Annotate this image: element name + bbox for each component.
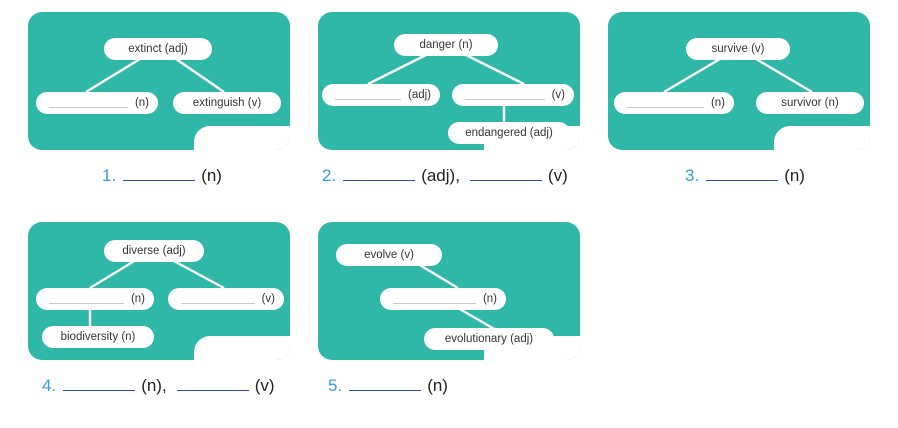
- pill-label: survivor (n): [781, 97, 839, 109]
- exercise-item-4: diverse (adj) (n) (v) biodiversity (n) 4…: [20, 222, 303, 396]
- item-number: 4.: [42, 376, 57, 395]
- word-family-card-1: extinct (adj) (n) extinguish (v): [28, 12, 290, 150]
- word-family-card-4: diverse (adj) (n) (v) biodiversity (n): [28, 222, 290, 360]
- exercise-item-3: survive (v) (n) survivor (n) 3. (n): [600, 12, 883, 186]
- pill-pos-tag: (n): [130, 293, 145, 305]
- pill-blank-3-n[interactable]: (n): [614, 92, 734, 114]
- pill-pos-tag: (n): [482, 293, 497, 305]
- pill-label: survive (v): [711, 43, 765, 55]
- pill-survivor: survivor (n): [756, 92, 864, 114]
- word-family-diagram-4: diverse (adj) (n) (v) biodiversity (n): [28, 222, 290, 360]
- pill-label: endangered (adj): [465, 127, 553, 139]
- pill-root-4: diverse (adj): [104, 240, 204, 262]
- word-family-card-5: evolve (v) (n) evolutionary (adj): [318, 222, 580, 360]
- word-family-diagram-5: evolve (v) (n) evolutionary (adj): [318, 222, 580, 360]
- pill-label: evolve (v): [364, 249, 414, 261]
- exercise-item-5: evolve (v) (n) evolutionary (adj) 5. (n): [310, 222, 593, 396]
- pill-label: danger (n): [419, 39, 473, 51]
- answer-pos-tag: (v): [547, 166, 568, 185]
- pill-extinguish: extinguish (v): [173, 92, 281, 114]
- word-family-card-3: survive (v) (n) survivor (n): [608, 12, 870, 150]
- blank-line: [627, 107, 704, 108]
- pill-blank-2-adj[interactable]: (adj): [322, 84, 440, 106]
- pill-root-5: evolve (v): [336, 244, 442, 266]
- pill-label: diverse (adj): [122, 245, 186, 257]
- item-number: 3.: [685, 166, 700, 185]
- pill-evolutionary: evolutionary (adj): [424, 328, 554, 350]
- card-corner-notch: [194, 126, 290, 150]
- answer-blank[interactable]: [469, 166, 542, 181]
- blank-line: [393, 303, 476, 304]
- card-corner-notch: [194, 336, 290, 360]
- answer-line-4: 4. (n), (v): [20, 376, 303, 396]
- answer-line-1: 1. (n): [20, 166, 303, 186]
- pill-pos-tag: (adj): [407, 89, 431, 101]
- pill-blank-5-n[interactable]: (n): [380, 288, 506, 310]
- exercise-item-1: extinct (adj) (n) extinguish (v) 1. (n): [20, 12, 303, 186]
- connector-lines-3: [663, 57, 813, 94]
- pill-pos-tag: (n): [710, 97, 725, 109]
- card-corner-notch: [774, 126, 870, 150]
- blank-line: [335, 99, 401, 100]
- answer-blank[interactable]: [349, 376, 422, 391]
- answer-pos-tag: (adj),: [421, 166, 460, 185]
- answer-pos-tag: (n): [201, 166, 222, 185]
- answer-line-5: 5. (n): [310, 376, 593, 396]
- answer-blank[interactable]: [176, 376, 249, 391]
- pill-blank-4-n[interactable]: (n): [36, 288, 154, 310]
- pill-root-2: danger (n): [394, 34, 498, 56]
- pill-pos-tag: (v): [551, 89, 565, 101]
- answer-blank[interactable]: [123, 166, 196, 181]
- word-family-diagram-2: danger (n) (adj) (v) endangered (adj): [318, 12, 580, 150]
- blank-line: [181, 303, 255, 304]
- answer-blank[interactable]: [706, 166, 779, 181]
- blank-line: [49, 107, 128, 108]
- word-family-diagram-3: survive (v) (n) survivor (n): [608, 12, 870, 150]
- answer-line-2: 2. (adj), (v): [310, 166, 593, 186]
- connector-lines-5: [417, 262, 497, 332]
- pill-blank-2-v[interactable]: (v): [452, 84, 574, 106]
- answer-pos-tag: (v): [254, 376, 275, 395]
- pill-label: extinct (adj): [128, 43, 188, 55]
- item-number: 1.: [102, 166, 117, 185]
- pill-pos-tag: (n): [134, 97, 149, 109]
- answer-line-3: 3. (n): [600, 166, 883, 186]
- answer-pos-tag: (n): [784, 166, 805, 185]
- word-family-diagram-1: extinct (adj) (n) extinguish (v): [28, 12, 290, 150]
- pill-label: biodiversity (n): [60, 331, 136, 343]
- answer-pos-tag: (n),: [141, 376, 167, 395]
- answer-pos-tag: (n): [427, 376, 448, 395]
- word-family-card-2: danger (n) (adj) (v) endangered (adj): [318, 12, 580, 150]
- pill-blank-4-v[interactable]: (v): [168, 288, 284, 310]
- pill-biodiversity: biodiversity (n): [42, 326, 154, 348]
- blank-line: [49, 303, 124, 304]
- pill-label: evolutionary (adj): [444, 333, 534, 345]
- item-number: 2.: [322, 166, 337, 185]
- pill-endangered: endangered (adj): [448, 122, 570, 144]
- answer-blank[interactable]: [63, 376, 136, 391]
- pill-root-1: extinct (adj): [104, 38, 212, 60]
- exercise-item-2: danger (n) (adj) (v) endangered (adj) 2.: [310, 12, 593, 186]
- pill-label: extinguish (v): [192, 97, 262, 109]
- pill-root-3: survive (v): [686, 38, 790, 60]
- connector-lines-1: [85, 57, 225, 94]
- pill-blank-1-n[interactable]: (n): [36, 92, 158, 114]
- blank-line: [465, 99, 545, 100]
- answer-blank[interactable]: [343, 166, 416, 181]
- pill-pos-tag: (v): [261, 293, 275, 305]
- item-number: 5.: [328, 376, 343, 395]
